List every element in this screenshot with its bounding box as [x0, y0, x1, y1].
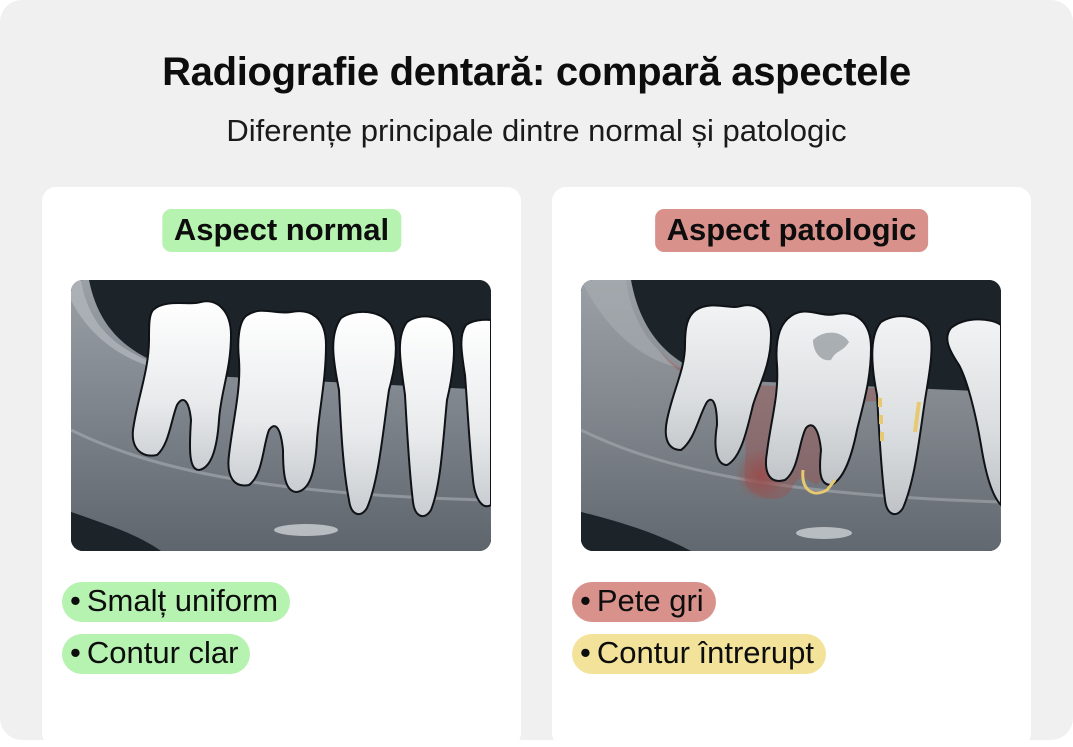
page-subtitle: Diferențe principale dintre normal și pa…	[226, 113, 847, 148]
finding-pill: •Pete gri	[572, 582, 716, 622]
bullet-dot-icon: •	[580, 635, 591, 670]
finding-pill: •Smalț uniform	[62, 582, 291, 622]
finding-text: Smalț uniform	[86, 583, 279, 618]
finding-pill: •Contur întrerupt	[572, 634, 826, 674]
normal-aspect-tag: Aspect normal	[161, 209, 402, 252]
normal-aspect-card: Aspect normal	[42, 187, 521, 747]
pathologic-aspect-tag: Aspect patologic	[654, 209, 929, 252]
normal-findings-list: •Smalț uniform •Contur clar	[62, 582, 291, 686]
finding-pill: •Contur clar	[62, 634, 251, 674]
pathologic-aspect-card: Aspect patologic	[552, 187, 1031, 747]
finding-text: Contur clar	[86, 635, 239, 670]
page-title: Radiografie dentară: compară aspectele	[162, 50, 911, 94]
finding-text: Pete gri	[596, 583, 704, 618]
pathologic-radiography-image	[581, 280, 1001, 551]
finding-text: Contur întrerupt	[596, 635, 814, 670]
bullet-dot-icon: •	[70, 635, 81, 670]
pathologic-findings-list: •Pete gri •Contur întrerupt	[572, 582, 826, 686]
bullet-dot-icon: •	[70, 583, 81, 618]
bullet-dot-icon: •	[580, 583, 591, 618]
normal-radiography-image	[71, 280, 491, 551]
